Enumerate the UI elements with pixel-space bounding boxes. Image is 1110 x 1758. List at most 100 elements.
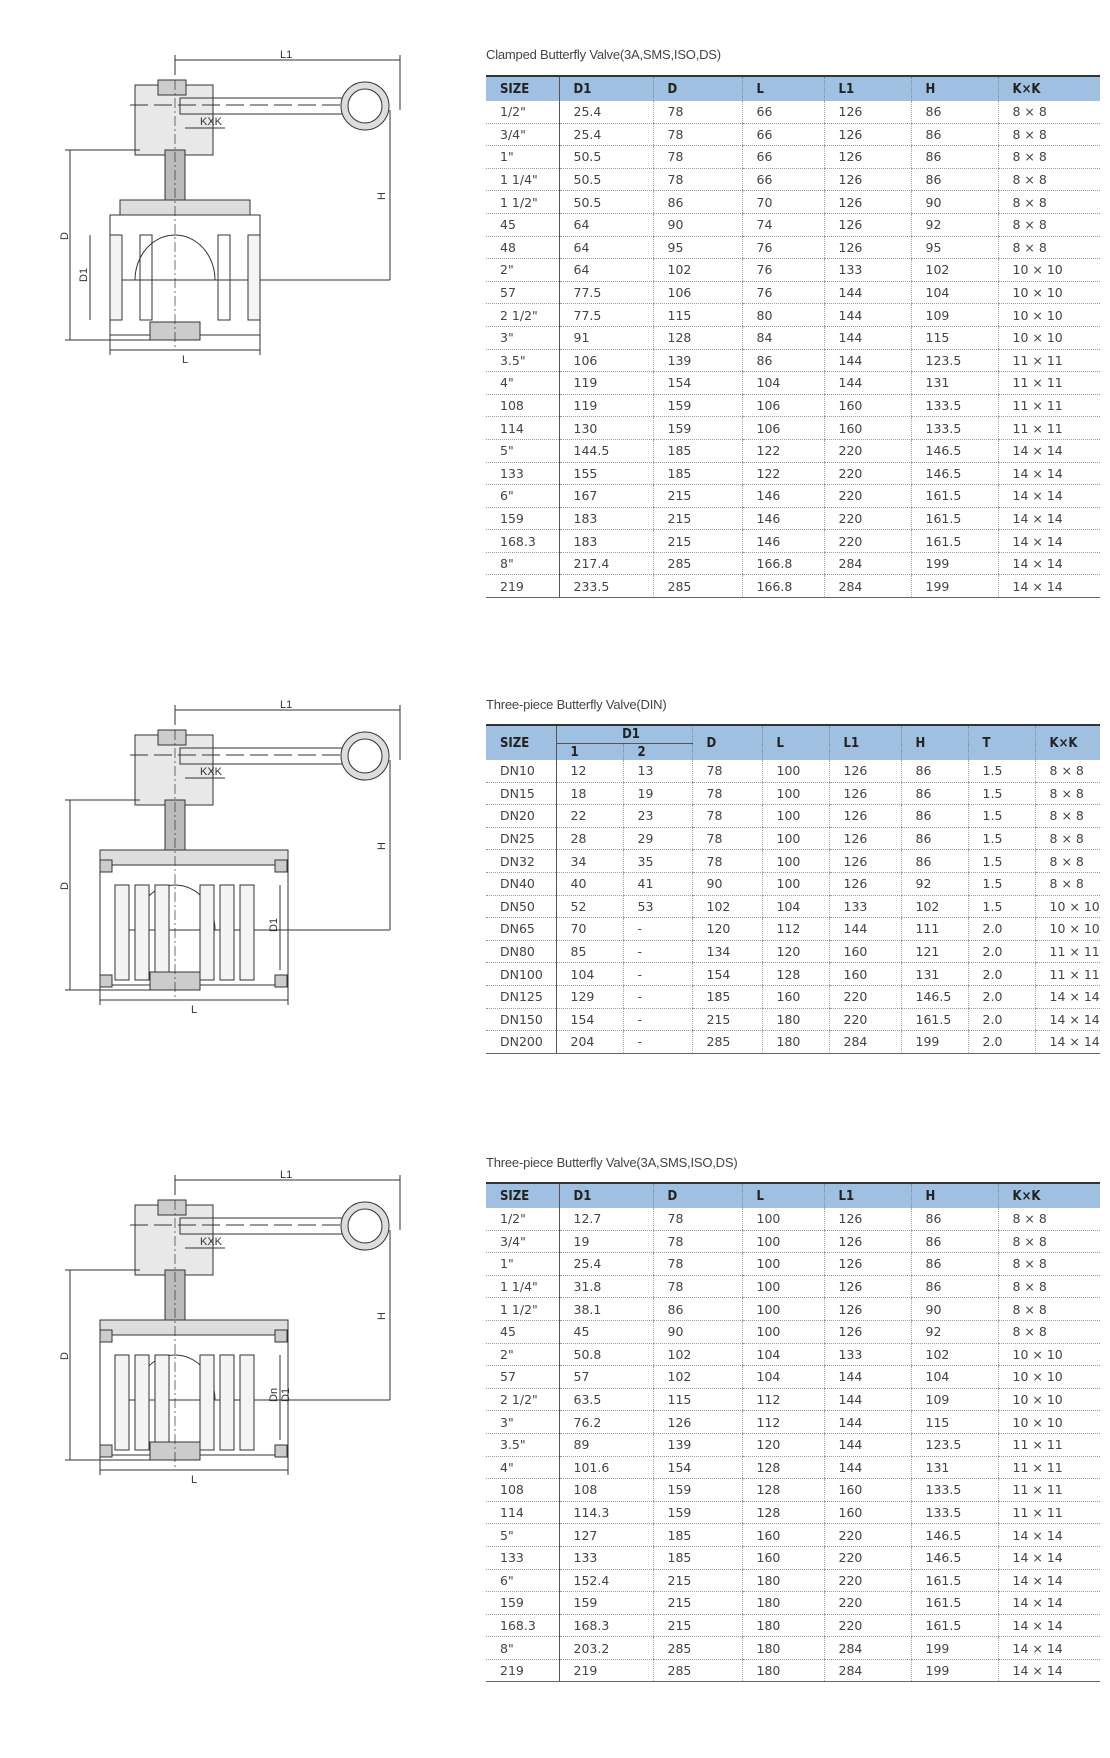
table-cell: 6" bbox=[486, 1569, 559, 1593]
table-cell: 104 bbox=[741, 1365, 824, 1389]
table-cell: 146 bbox=[741, 484, 824, 508]
table-cell: 126 bbox=[823, 1275, 911, 1299]
table-cell: 13 bbox=[622, 760, 693, 783]
table-cell: 219 bbox=[486, 574, 559, 599]
table-cell: 86 bbox=[900, 827, 969, 851]
table-cell: 11 × 11 bbox=[1034, 940, 1100, 964]
table-cell: 1 1/2" bbox=[486, 190, 559, 214]
table-cell: 14 × 14 bbox=[997, 552, 1100, 576]
table-cell: 34 bbox=[555, 849, 623, 873]
table-cell: 139 bbox=[652, 1433, 742, 1457]
table-cell: 86 bbox=[910, 1275, 998, 1299]
column-header: L bbox=[761, 724, 830, 760]
table-cell: 8 × 8 bbox=[1034, 872, 1100, 896]
dimension-label-l1: L1 bbox=[280, 50, 292, 61]
table-cell: 106 bbox=[741, 394, 824, 418]
table-cell: 100 bbox=[761, 760, 830, 783]
table-cell: 78 bbox=[691, 849, 763, 873]
table-cell: 38.1 bbox=[558, 1297, 653, 1321]
table-cell: 154 bbox=[691, 962, 763, 986]
dimension-label-h: H bbox=[376, 842, 388, 850]
table-cell: 84 bbox=[741, 326, 824, 350]
table-cell: 128 bbox=[741, 1456, 824, 1480]
table-cell: 10 × 10 bbox=[1034, 895, 1100, 919]
table-cell: 284 bbox=[823, 552, 911, 576]
table-cell: 126 bbox=[823, 101, 911, 124]
table-cell: 14 × 14 bbox=[997, 484, 1100, 508]
table-cell: 100 bbox=[741, 1230, 824, 1254]
dimension-label-d: D bbox=[60, 882, 71, 890]
dimension-label-d: D bbox=[60, 1352, 71, 1360]
table-cell: 108 bbox=[486, 1478, 559, 1502]
table-cell: 204 bbox=[555, 1030, 623, 1054]
table-cell: 1 1/4" bbox=[486, 168, 559, 192]
table-cell: 8 × 8 bbox=[1034, 827, 1100, 851]
table-cell: 127 bbox=[558, 1523, 653, 1547]
table-cell: 115 bbox=[652, 303, 742, 327]
table-cell: 159 bbox=[652, 416, 742, 440]
table-cell: 2" bbox=[486, 1343, 559, 1367]
table-cell: 144 bbox=[823, 1365, 911, 1389]
table-cell: 102 bbox=[652, 1343, 742, 1367]
table-cell: 106 bbox=[558, 349, 653, 373]
table-cell: 57 bbox=[558, 1365, 653, 1389]
table-cell: 126 bbox=[823, 1320, 911, 1344]
table-cell: 128 bbox=[741, 1478, 824, 1502]
table-cell: 160 bbox=[823, 1501, 911, 1525]
table-cell: 133.5 bbox=[910, 394, 998, 418]
valve-body bbox=[109, 214, 261, 336]
column-header: H bbox=[910, 75, 998, 101]
table-cell: 14 × 14 bbox=[997, 439, 1100, 463]
dimension-label-h: H bbox=[376, 192, 388, 200]
table-cell: 18 bbox=[555, 782, 623, 806]
table-cell: 14 × 14 bbox=[1034, 1030, 1100, 1054]
table-cell: 159 bbox=[558, 1591, 653, 1615]
table-cell: 161.5 bbox=[910, 1614, 998, 1638]
table-cell: 8 × 8 bbox=[997, 236, 1100, 260]
table-cell: 219 bbox=[486, 1659, 559, 1683]
table-cell: 76 bbox=[741, 258, 824, 282]
table-cell: 100 bbox=[741, 1320, 824, 1344]
table-cell: 185 bbox=[652, 1546, 742, 1570]
table-cell: DN150 bbox=[486, 1008, 556, 1032]
table-cell: 144 bbox=[823, 1410, 911, 1434]
table-cell: 10 × 10 bbox=[997, 281, 1100, 305]
table-cell: 119 bbox=[558, 394, 653, 418]
table-cell: 78 bbox=[652, 1230, 742, 1254]
table-cell: 133 bbox=[558, 1546, 653, 1570]
table-cell: 220 bbox=[823, 462, 911, 486]
table-cell: 126 bbox=[823, 190, 911, 214]
dimension-label-l: L bbox=[191, 1474, 197, 1486]
table-cell: 2 1/2" bbox=[486, 303, 559, 327]
table-cell: 128 bbox=[652, 326, 742, 350]
table-cell: 77.5 bbox=[558, 303, 653, 327]
table-cell: DN125 bbox=[486, 985, 556, 1009]
table-cell: 8 × 8 bbox=[1034, 782, 1100, 806]
section-title: Clamped Butterfly Valve(3A,SMS,ISO,DS) bbox=[486, 47, 721, 62]
table-cell: 1.5 bbox=[967, 760, 1036, 783]
table-cell: 50.5 bbox=[558, 145, 653, 169]
table-cell: 106 bbox=[652, 281, 742, 305]
table-cell: DN25 bbox=[486, 827, 556, 851]
table-cell: 100 bbox=[761, 827, 830, 851]
table-cell: 185 bbox=[652, 462, 742, 486]
table-cell: 2.0 bbox=[967, 917, 1036, 941]
table-cell: 11 × 11 bbox=[1034, 962, 1100, 986]
dimension-label-h: H bbox=[376, 1312, 388, 1320]
table-cell: 100 bbox=[741, 1297, 824, 1321]
valve-body bbox=[99, 1334, 289, 1456]
table-cell: 80 bbox=[741, 303, 824, 327]
table-cell: 50.5 bbox=[558, 190, 653, 214]
table-cell: 285 bbox=[691, 1030, 763, 1054]
